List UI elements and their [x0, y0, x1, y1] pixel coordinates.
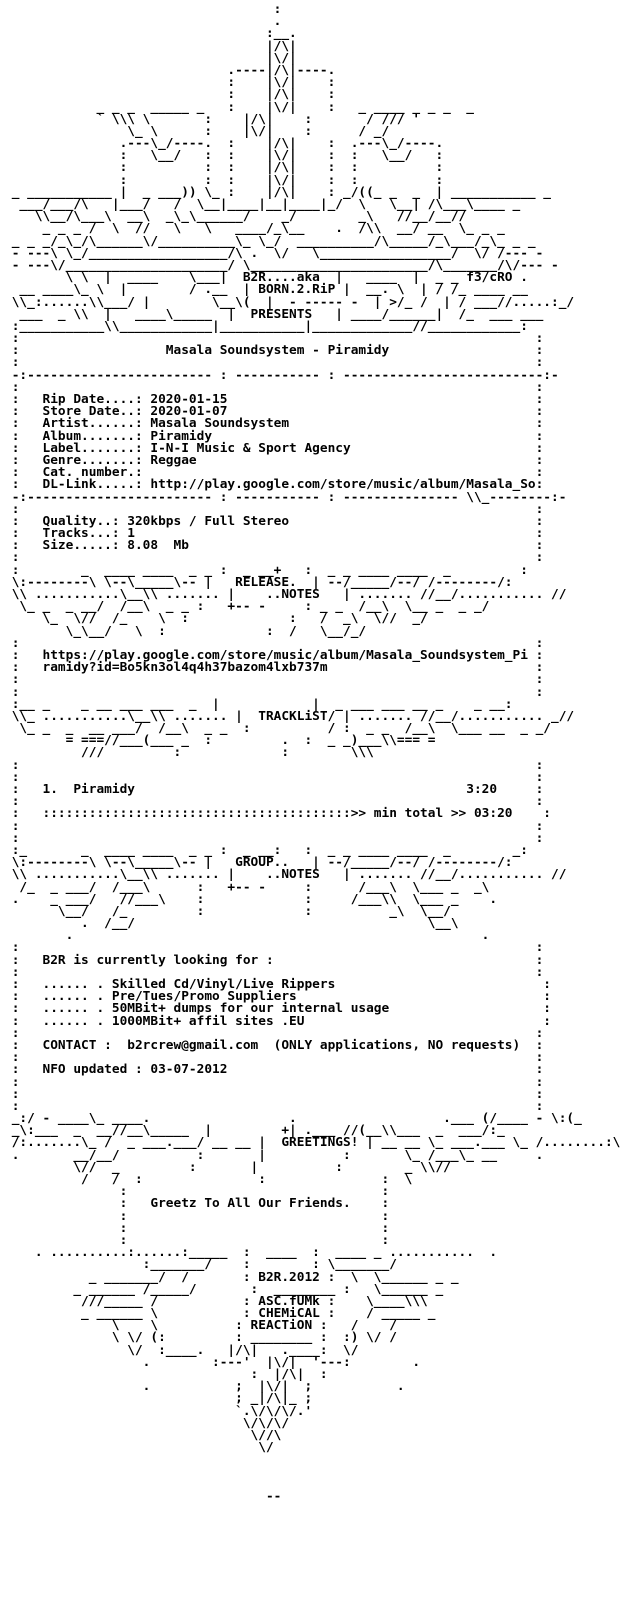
nfo-document: : . :__. |/\| |\/| .----|/\|----. [11, 2, 621, 1504]
